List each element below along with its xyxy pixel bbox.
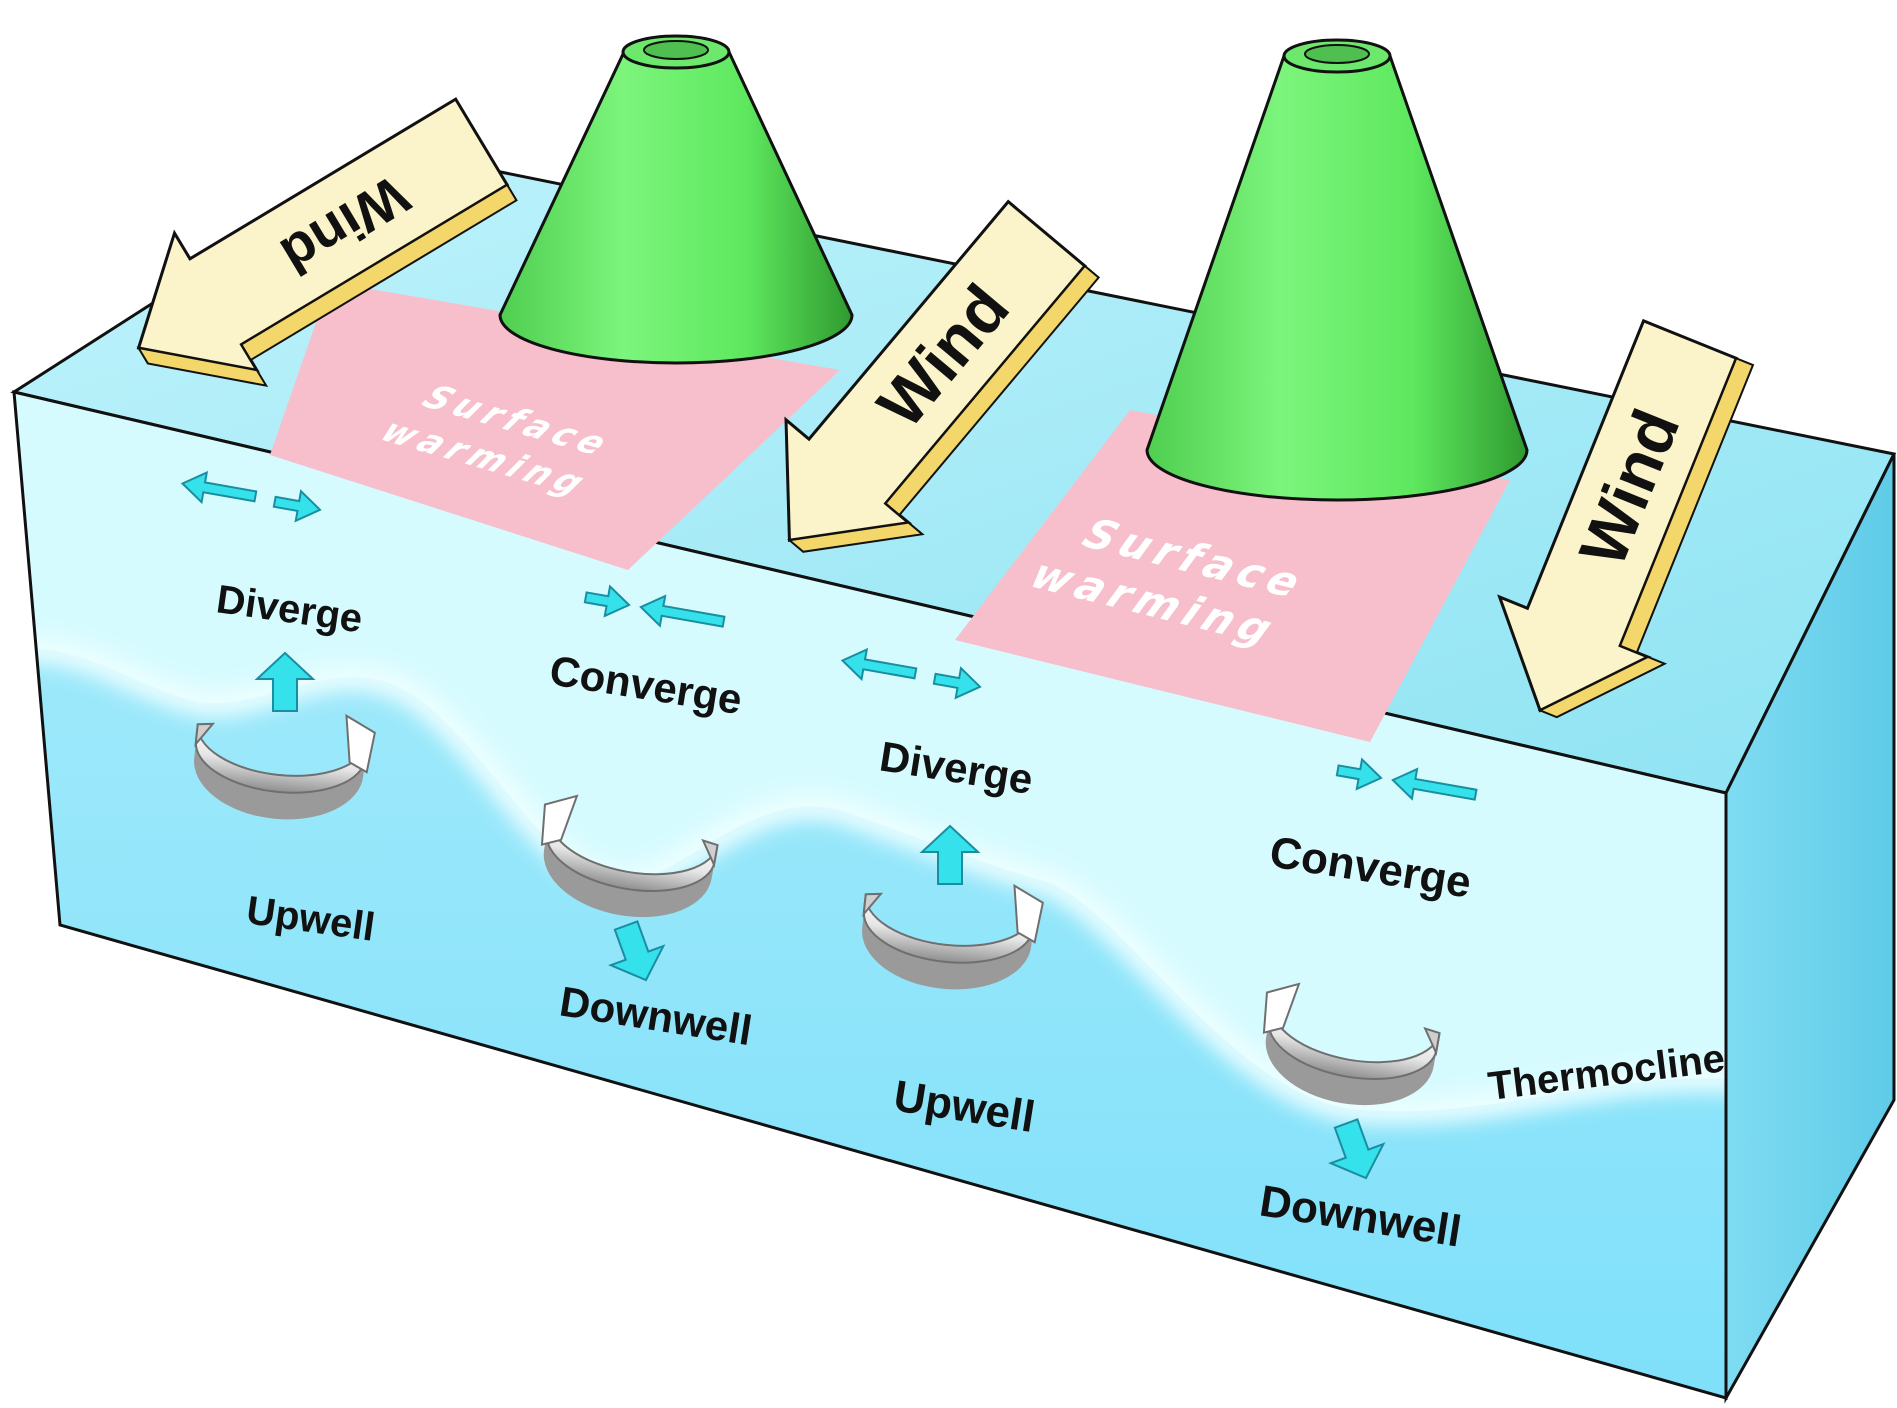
- island-cone-2: [1145, 38, 1529, 502]
- wind-arrow-2: Wind: [784, 199, 1101, 553]
- wind-arrow-3: Wind: [1497, 318, 1755, 719]
- island-cone-1: [498, 34, 854, 365]
- thermocline-glow: [14, 635, 1726, 1125]
- upper-mixed-layer: [14, 392, 1726, 1112]
